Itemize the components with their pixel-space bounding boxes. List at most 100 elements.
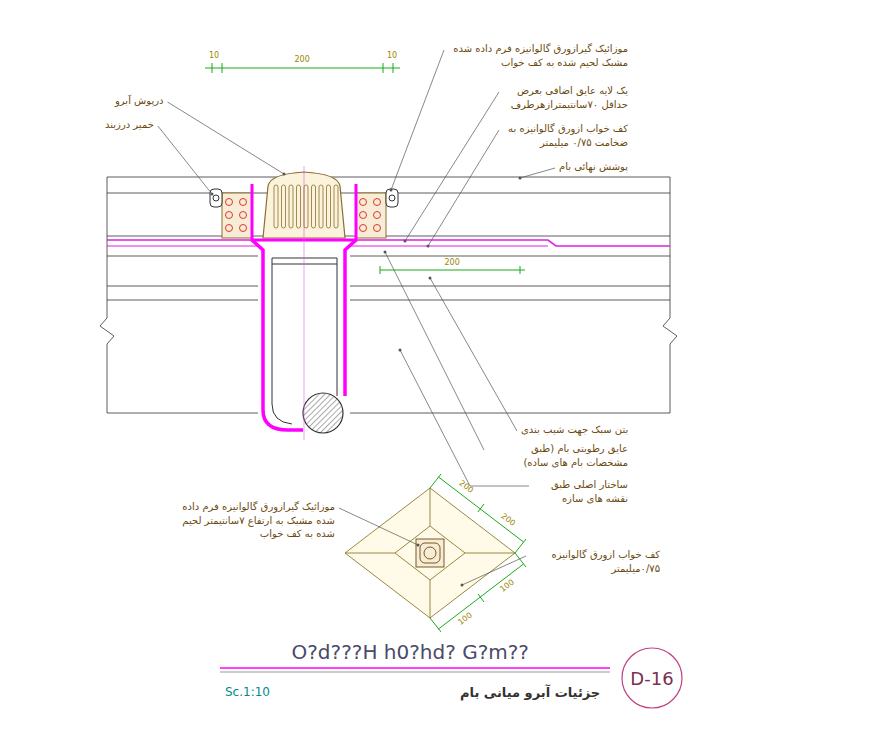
dimension-lines	[205, 68, 400, 69]
leader-line	[400, 350, 529, 486]
drain-body	[222, 193, 252, 238]
leader-line	[520, 168, 555, 178]
drain-body	[303, 393, 343, 433]
callout-note: ساختار اصلی طبق نقشه های سازه	[533, 478, 628, 505]
plan-view	[420, 543, 440, 563]
cap-ribs	[297, 185, 301, 228]
dimension-value: 200	[498, 511, 517, 529]
title-lines	[220, 672, 610, 673]
leader-line	[168, 102, 284, 174]
dimension-lines	[212, 63, 393, 73]
leader-dot	[519, 177, 522, 180]
membrane	[107, 245, 548, 246]
sheet-number-circle: D-16	[621, 647, 683, 709]
grate-holes	[360, 212, 367, 219]
leader-dot	[429, 277, 432, 280]
plan-view	[416, 539, 444, 567]
dimension-value: 200	[443, 258, 462, 269]
membrane	[107, 240, 670, 246]
callout-note: کف خواب ازورق گالوانیزه ۰/۷۵میلیمتر	[530, 548, 660, 575]
grate-holes	[374, 199, 381, 206]
callout-note: بتن سبک جهت شیب بندی	[521, 423, 628, 437]
cap-ribs	[312, 185, 316, 228]
cap-ribs	[274, 185, 338, 228]
leader-dot	[211, 193, 214, 196]
callout-note: یک لایه عایق اضافی بعرض حداقل ۷۰سانتیمتر…	[503, 84, 628, 111]
grate-holes	[226, 199, 381, 232]
plan-view	[345, 488, 515, 618]
leader-dot	[390, 189, 393, 192]
callout-note: کف خواب ازورق گالوانیزه به ضخامت ۰/۷۵ می…	[503, 122, 628, 149]
title-lines	[220, 667, 610, 668]
title-lines	[220, 668, 610, 672]
dimension-value: 10	[387, 51, 397, 62]
grate-holes	[240, 212, 247, 219]
roof-layers	[100, 177, 114, 413]
roof-layers	[107, 256, 670, 257]
roof-layers	[107, 177, 670, 178]
grate-holes	[240, 225, 247, 232]
leader-line	[405, 92, 499, 241]
grate-holes	[360, 225, 367, 232]
drain-body	[210, 189, 222, 207]
leader-line	[428, 130, 499, 246]
callout-note: عایق رطوبتی بام (طبق مشخصات بام های ساده…	[488, 442, 628, 469]
cap-ribs	[327, 185, 331, 228]
drain-body	[345, 240, 356, 396]
leader-line	[339, 508, 418, 545]
membrane	[107, 240, 670, 246]
cap-ribs	[319, 185, 323, 228]
dimension-value: 100	[498, 577, 517, 595]
drain-body	[272, 404, 292, 424]
leader-line	[158, 126, 212, 194]
drain-body	[356, 193, 386, 238]
grate-holes	[240, 199, 247, 206]
roof-layers	[107, 413, 670, 414]
callout-note: خمیر درزبند	[105, 118, 154, 132]
plan-view	[395, 526, 465, 580]
drain-body	[213, 195, 219, 201]
drawing-title: جزئیات آبرو میانی بام	[460, 684, 600, 702]
callout-note: موزائیک گیرازورق گالوانیزه فرم داده شده …	[448, 42, 628, 69]
callout-note: درپوش آبرو	[115, 94, 164, 108]
grate-holes	[374, 225, 381, 232]
plan-view	[345, 488, 515, 618]
leader-dot	[461, 584, 464, 587]
dimension-value: 200	[456, 478, 475, 496]
cap-ribs	[282, 185, 286, 228]
leader-dot	[427, 245, 430, 248]
drain-body	[272, 258, 337, 404]
leader-line	[385, 252, 484, 450]
roof-layers	[107, 286, 670, 287]
drain-body	[210, 166, 398, 440]
roof-layers	[107, 236, 670, 237]
drain-body	[386, 189, 398, 207]
grate-holes	[226, 225, 233, 232]
cap-ribs	[334, 185, 338, 228]
drain-body	[252, 240, 303, 430]
dimension-value: 100	[456, 610, 475, 628]
roof-layers	[100, 177, 677, 413]
drawing-code: O?d???H h0?hd? G?m??	[292, 639, 529, 666]
grate-holes	[360, 199, 367, 206]
sheet-number: D-16	[630, 668, 673, 689]
plan-view	[345, 488, 515, 618]
grate-holes	[226, 199, 233, 206]
dimension-lines	[205, 63, 526, 632]
dimension-value: 200	[295, 55, 310, 66]
drain-body	[389, 195, 395, 201]
cap-ribs	[289, 185, 293, 228]
cap-ribs	[274, 185, 278, 228]
scale-note: Sc.1:10	[225, 684, 270, 700]
leader-line	[430, 278, 517, 431]
leader-dot	[399, 349, 402, 352]
roof-layers	[663, 177, 677, 413]
callout-note: موزائیک گیرازورق گالوانیزه فرم داده شده …	[165, 500, 335, 541]
leader-dot	[417, 544, 420, 547]
circle-outline	[622, 648, 682, 708]
leader-dot	[283, 173, 286, 176]
grate-holes	[226, 212, 233, 219]
cap-ribs	[304, 185, 308, 228]
